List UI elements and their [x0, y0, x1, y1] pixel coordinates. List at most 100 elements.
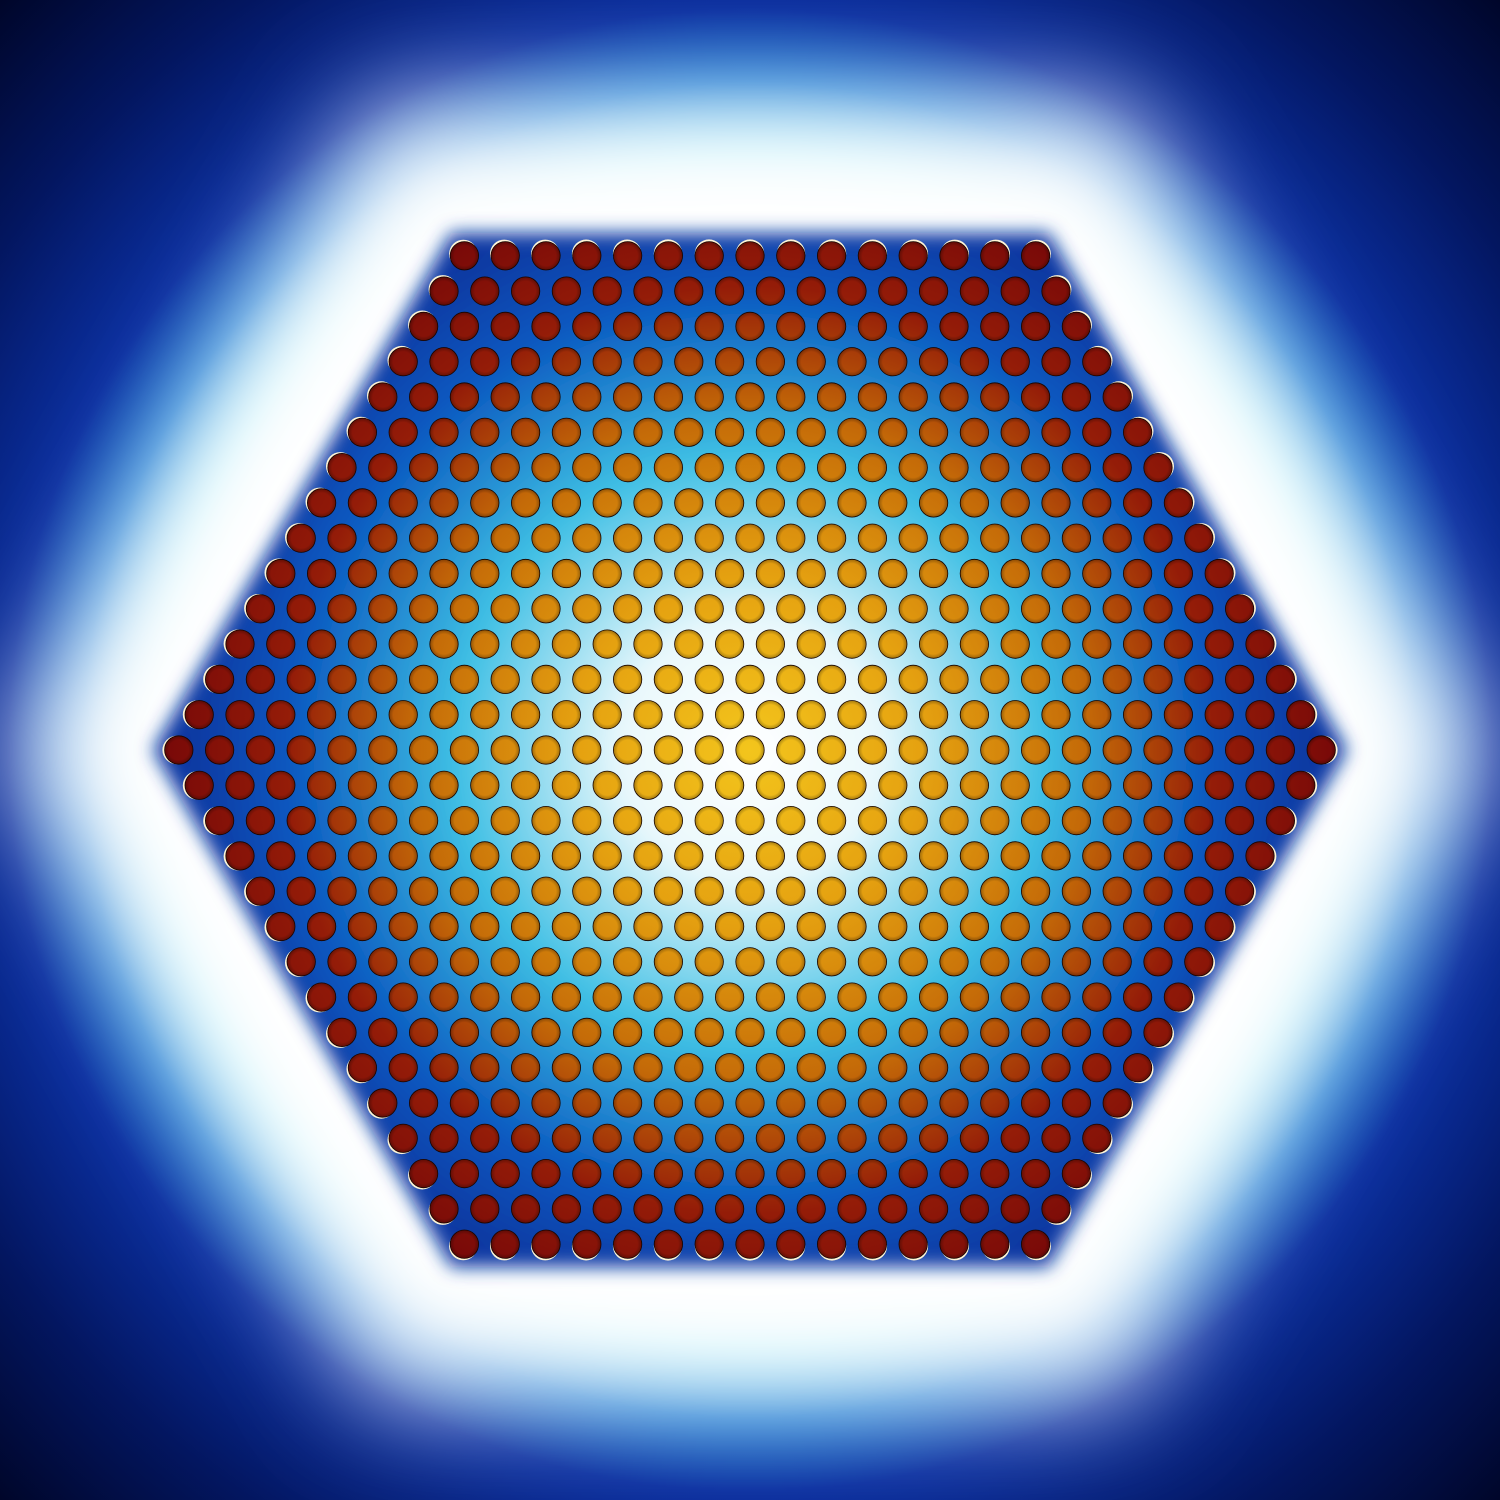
- fuel-pin: [490, 594, 520, 624]
- fuel-pin: [612, 523, 643, 553]
- fuel-pin: [714, 347, 745, 377]
- fuel-pin: [388, 1053, 418, 1083]
- fuel-pin: [755, 700, 786, 730]
- fuel-pin: [490, 1017, 520, 1048]
- fuel-pin: [408, 664, 439, 695]
- fuel-pin: [1041, 488, 1071, 518]
- fuel-pin: [388, 841, 418, 871]
- fuel-pin: [429, 700, 459, 730]
- fuel-pin: [837, 558, 867, 589]
- fuel-pin: [1020, 452, 1051, 483]
- fuel-pin: [1204, 700, 1234, 730]
- fuel-pin: [162, 735, 194, 765]
- fuel-pin: [1061, 664, 1092, 695]
- fuel-pin: [959, 1123, 990, 1153]
- fuel-pin: [796, 347, 826, 377]
- fuel-pin: [755, 911, 786, 942]
- fuel-pin: [1082, 770, 1112, 800]
- fuel-pin: [490, 735, 520, 765]
- fuel-pin: [1143, 664, 1173, 695]
- fuel-pin: [1061, 1088, 1092, 1118]
- fuel-pin: [939, 876, 969, 906]
- fuel-pin: [694, 1088, 724, 1118]
- fuel-pin: [857, 1229, 888, 1261]
- fuel-pin: [980, 1229, 1010, 1261]
- fuel-pin: [408, 382, 439, 412]
- fuel-pin: [572, 523, 602, 553]
- fuel-pin: [796, 417, 826, 447]
- fuel-pin: [898, 947, 928, 977]
- fuel-pin: [612, 1229, 643, 1261]
- fuel-pin: [939, 523, 969, 553]
- fuel-pin: [592, 629, 622, 659]
- fuel-pin: [816, 1017, 847, 1048]
- fuel-pin: [612, 311, 643, 341]
- fuel-pin: [898, 594, 928, 624]
- fuel-pin: [1102, 594, 1132, 624]
- fuel-pin: [264, 558, 296, 589]
- fuel-pin: [1000, 841, 1030, 871]
- fuel-pin: [429, 558, 459, 589]
- fuel-pin: [755, 488, 786, 518]
- fuel-pin: [1020, 311, 1051, 341]
- fuel-pin: [653, 452, 684, 483]
- fuel-pin: [327, 664, 357, 695]
- fuel-pin: [531, 947, 561, 977]
- fuel-pin: [286, 735, 316, 765]
- fuel-pin: [1061, 452, 1092, 483]
- fuel-pin: [755, 417, 786, 447]
- fuel-pin: [1061, 805, 1092, 836]
- fuel-pin: [796, 488, 826, 518]
- fuel-pin: [1082, 629, 1112, 659]
- fuel-pin: [939, 1017, 969, 1048]
- fuel-pin: [939, 594, 969, 624]
- fuel-pin: [368, 876, 398, 906]
- fuel-pin: [633, 982, 663, 1012]
- fuel-pin: [674, 911, 704, 942]
- fuel-pin: [245, 735, 275, 765]
- fuel-pin: [1020, 1159, 1051, 1189]
- fuel-pin: [1245, 770, 1275, 800]
- fuel-pin: [796, 1194, 826, 1224]
- fuel-pin: [714, 982, 745, 1012]
- fuel-pin: [755, 982, 786, 1012]
- fuel-pin: [285, 947, 316, 977]
- fuel-pin: [368, 1017, 398, 1048]
- fuel-pin: [980, 735, 1010, 765]
- fuel-pin: [980, 594, 1010, 624]
- fuel-pin: [1082, 1053, 1112, 1083]
- fuel-pin: [776, 594, 806, 624]
- fuel-pin: [1041, 700, 1071, 730]
- fuel-pin: [1000, 982, 1030, 1012]
- fuel-pin: [898, 239, 929, 271]
- fuel-pin: [429, 347, 459, 377]
- fuel-pin: [449, 594, 479, 624]
- fuel-pin: [653, 1159, 684, 1189]
- fuel-pin: [1102, 947, 1132, 977]
- fuel-pin: [714, 1123, 745, 1153]
- fuel-pin: [633, 629, 663, 659]
- fuel-pin: [551, 347, 582, 377]
- fuel-pin: [694, 664, 724, 695]
- fuel-pin: [714, 417, 745, 447]
- fuel-pin: [1143, 805, 1173, 836]
- fuel-pin: [816, 735, 847, 765]
- fuel-pin: [470, 841, 500, 871]
- fuel-pin: [980, 1159, 1010, 1189]
- fuel-pin: [837, 982, 867, 1012]
- fuel-pin: [1143, 452, 1175, 483]
- fuel-pin: [470, 1123, 500, 1153]
- fuel-pin: [428, 1194, 459, 1225]
- fuel-pin: [572, 805, 602, 836]
- fuel-pin: [572, 735, 602, 765]
- fuel-pin: [674, 700, 704, 730]
- fuel-pin: [592, 1123, 622, 1153]
- fuel-pin: [1000, 276, 1030, 306]
- fuel-pin: [1061, 382, 1092, 412]
- fuel-pin: [755, 841, 786, 871]
- fuel-pin: [1061, 876, 1092, 906]
- fuel-pin: [592, 488, 622, 518]
- fuel-pin: [612, 1017, 643, 1048]
- fuel-pin: [898, 805, 928, 836]
